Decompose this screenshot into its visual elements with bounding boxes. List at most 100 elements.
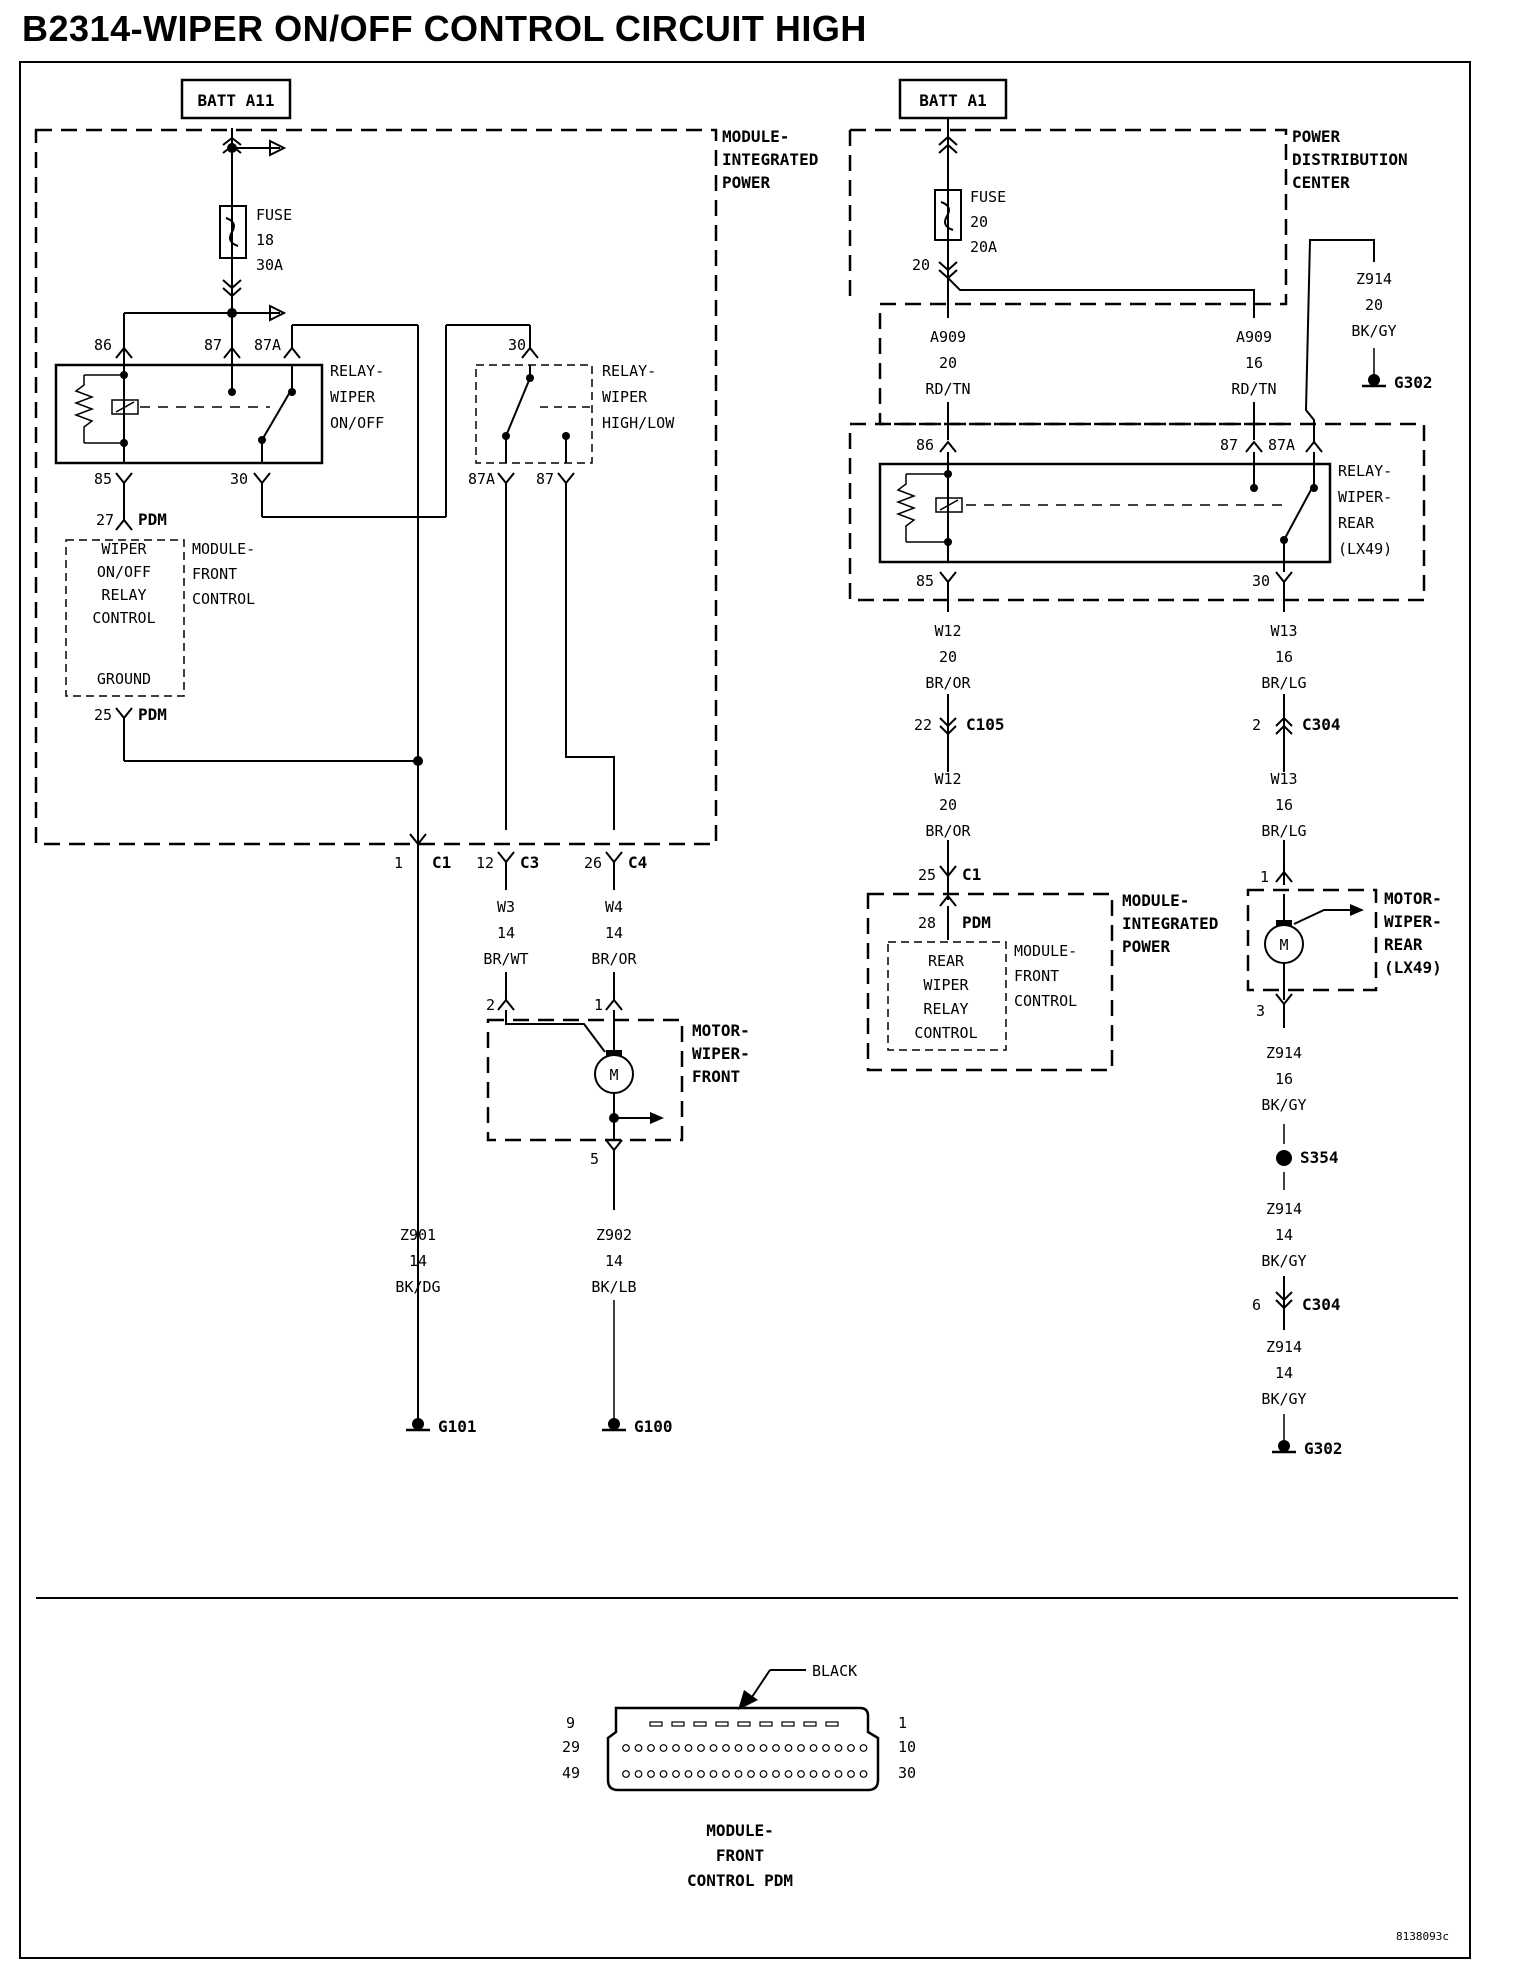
pin-cavity	[797, 1770, 805, 1778]
svg-text:30: 30	[898, 1764, 916, 1782]
svg-text:20: 20	[912, 256, 930, 274]
splice-s354	[1276, 1150, 1292, 1166]
svg-text:G302: G302	[1394, 373, 1433, 392]
svg-text:28: 28	[918, 914, 936, 932]
pin-cavity	[747, 1770, 755, 1778]
svg-text:12: 12	[476, 854, 494, 872]
svg-text:29: 29	[562, 1738, 580, 1756]
svg-text:3: 3	[1256, 1002, 1265, 1020]
svg-text:G101: G101	[438, 1417, 477, 1436]
pin-cavity	[822, 1744, 830, 1752]
pin-cavity	[772, 1770, 780, 1778]
svg-text:C1: C1	[962, 865, 981, 884]
pin-cavity	[684, 1770, 693, 1778]
svg-text:9: 9	[566, 1714, 575, 1732]
svg-text:86: 86	[916, 436, 934, 454]
relay-wiper-rear	[878, 462, 1332, 564]
svg-text:26: 26	[584, 854, 602, 872]
svg-text:PDM: PDM	[138, 705, 167, 724]
svg-text:G100: G100	[634, 1417, 673, 1436]
pin-cavity	[809, 1770, 818, 1778]
pin-cavity	[684, 1744, 693, 1752]
connector-body	[606, 1706, 880, 1792]
svg-text:30: 30	[508, 336, 526, 354]
motor-front-label: MOTOR-WIPER-FRONT	[692, 1021, 750, 1086]
pin-cavity	[671, 1721, 685, 1727]
pin-cavity	[697, 1744, 705, 1752]
relay-rear-dashed	[848, 422, 1426, 602]
svg-text:25: 25	[94, 706, 112, 724]
pin-cavity	[709, 1770, 718, 1778]
svg-text:PDM: PDM	[962, 913, 991, 932]
svg-text:5: 5	[590, 1150, 599, 1168]
pin-cavity	[647, 1770, 655, 1778]
svg-text:C4: C4	[628, 853, 647, 872]
fuse-18	[219, 205, 247, 259]
pin-cavity	[722, 1770, 730, 1778]
svg-text:GROUND: GROUND	[97, 670, 151, 688]
pin-cavity	[834, 1744, 843, 1752]
svg-text:27: 27	[96, 511, 114, 529]
svg-text:2: 2	[1252, 716, 1261, 734]
svg-text:2: 2	[486, 996, 495, 1014]
svg-text:M: M	[609, 1066, 618, 1084]
svg-text:30: 30	[1252, 572, 1270, 590]
svg-text:87A: 87A	[1268, 436, 1295, 454]
svg-text:87: 87	[1220, 436, 1238, 454]
batt-a11-label: BATT A11	[197, 91, 274, 110]
connector-mid-row	[622, 1744, 868, 1752]
rear-wiper-relay-control	[887, 941, 1007, 1051]
svg-text:BLACK: BLACK	[812, 1662, 857, 1680]
pin-cavity	[859, 1744, 868, 1752]
svg-text:1: 1	[394, 854, 403, 872]
svg-text:C304: C304	[1302, 1295, 1341, 1314]
svg-text:87: 87	[536, 470, 554, 488]
svg-text:C304: C304	[1302, 715, 1341, 734]
motor-wiper-rear	[1246, 888, 1378, 992]
svg-text:30: 30	[230, 470, 248, 488]
pin-cavity	[659, 1744, 668, 1752]
relay-rear-label: RELAY-WIPER-REAR(LX49)	[1338, 462, 1392, 558]
pin-cavity	[672, 1770, 680, 1778]
batt-a11-box	[180, 78, 292, 120]
batt-a1-label: BATT A1	[919, 91, 986, 110]
svg-text:1: 1	[1260, 868, 1269, 886]
pin-cavity	[747, 1744, 755, 1752]
svg-text:87: 87	[204, 336, 222, 354]
pin-cavity	[834, 1770, 843, 1778]
mip-rear-dashed	[866, 892, 1114, 1072]
svg-text:C1: C1	[432, 853, 451, 872]
pin-cavity	[622, 1744, 630, 1752]
svg-text:S354: S354	[1300, 1148, 1339, 1167]
svg-text:22: 22	[914, 716, 932, 734]
pin-cavity	[649, 1721, 663, 1727]
pin-cavity	[722, 1744, 730, 1752]
batt-a1-box	[898, 78, 1008, 120]
svg-text:C105: C105	[966, 715, 1005, 734]
svg-text:25: 25	[918, 866, 936, 884]
connector-bot-row	[622, 1770, 868, 1778]
svg-text:49: 49	[562, 1764, 580, 1782]
svg-text:87A: 87A	[254, 336, 281, 354]
pin-cavity	[659, 1770, 668, 1778]
svg-text:PDM: PDM	[138, 510, 167, 529]
pin-cavity	[803, 1721, 817, 1727]
svg-text:87A: 87A	[468, 470, 495, 488]
